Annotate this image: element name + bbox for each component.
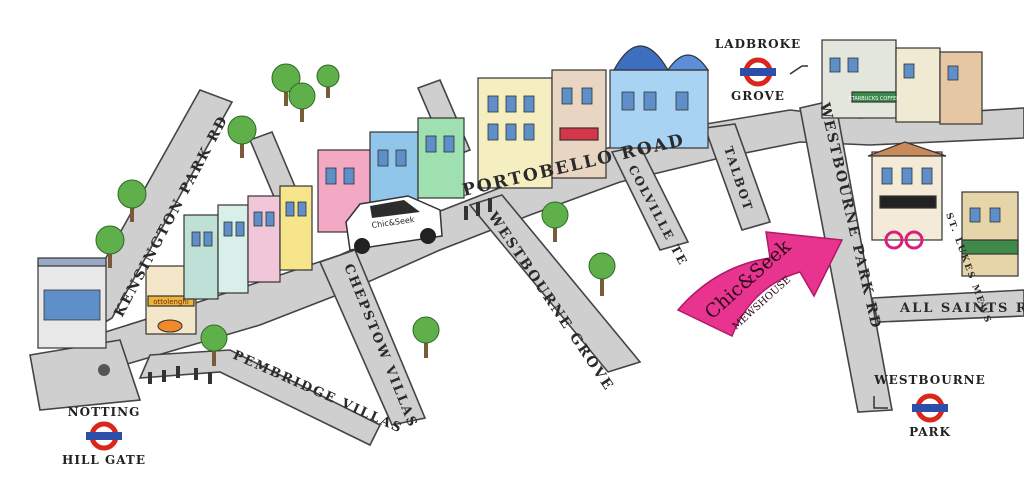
building-mewshouse [867, 141, 947, 250]
direction-arrow-icon [873, 396, 888, 409]
station-ladbroke-line2: GROVE [731, 89, 785, 103]
road-talbot [703, 123, 772, 231]
underground-roundel-icon [912, 393, 948, 423]
tree-icon [541, 201, 569, 242]
station-ladbroke-line1: LADBROKE [715, 37, 801, 51]
station-notting-line1: NOTTING [68, 405, 141, 419]
building-corner-left [37, 257, 107, 349]
sign-starbucks: STARBUCKS COFFEE [849, 96, 900, 102]
tree-icon [117, 179, 147, 222]
station-notting-line2: HILL GATE [62, 453, 146, 467]
road-notting-hill [29, 339, 142, 411]
station-notting-hill-gate: NOTTING HILL GATE [62, 364, 146, 467]
tree-icon [271, 63, 301, 106]
label-colville: COLVILLE TE [625, 163, 690, 269]
destination-arrow: Chic&Seek MEWSHOUSE [676, 231, 844, 338]
buildings: ottolenghi [37, 39, 1019, 349]
station-westbourne-line1: WESTBOURNE [873, 373, 986, 387]
trees [95, 63, 616, 366]
tree-icon [412, 316, 440, 358]
building-dome [609, 45, 710, 149]
road-all-saints [870, 289, 1024, 323]
tree-icon [95, 225, 125, 268]
road-pembridge-villas [138, 349, 382, 447]
roundabout-icon [98, 364, 110, 376]
station-westbourne-line2: PARK [909, 425, 951, 439]
tree-icon [227, 115, 257, 158]
direction-arrow-icon [789, 65, 808, 75]
label-all-saints-rd: ALL SAINTS RD [899, 301, 1024, 316]
building-row-tall [477, 69, 607, 189]
underground-roundel-icon [740, 57, 776, 87]
building-pub-right [961, 191, 1019, 277]
car: Chic&Seek [345, 195, 443, 254]
underground-roundel-icon [86, 421, 122, 451]
tree-icon [316, 64, 340, 98]
building-starbucks-block: STARBUCKS COFFEE [821, 39, 983, 125]
roads [29, 78, 1024, 447]
bollards [148, 198, 492, 384]
tree-icon [288, 82, 316, 122]
station-ladbroke-grove: LADBROKE GROVE [715, 37, 808, 103]
tree-icon [588, 252, 616, 296]
building-row-pastel-1 [183, 185, 313, 300]
sign-ottolenghi: ottolenghi [153, 298, 189, 306]
road-chepstow-villas [318, 249, 427, 426]
arrow-shape [676, 231, 844, 338]
label-westbourne-grove: WESTBOURNE GROVE [484, 208, 617, 394]
station-westbourne-park: WESTBOURNE PARK [873, 373, 986, 439]
tree-icon [200, 324, 228, 366]
